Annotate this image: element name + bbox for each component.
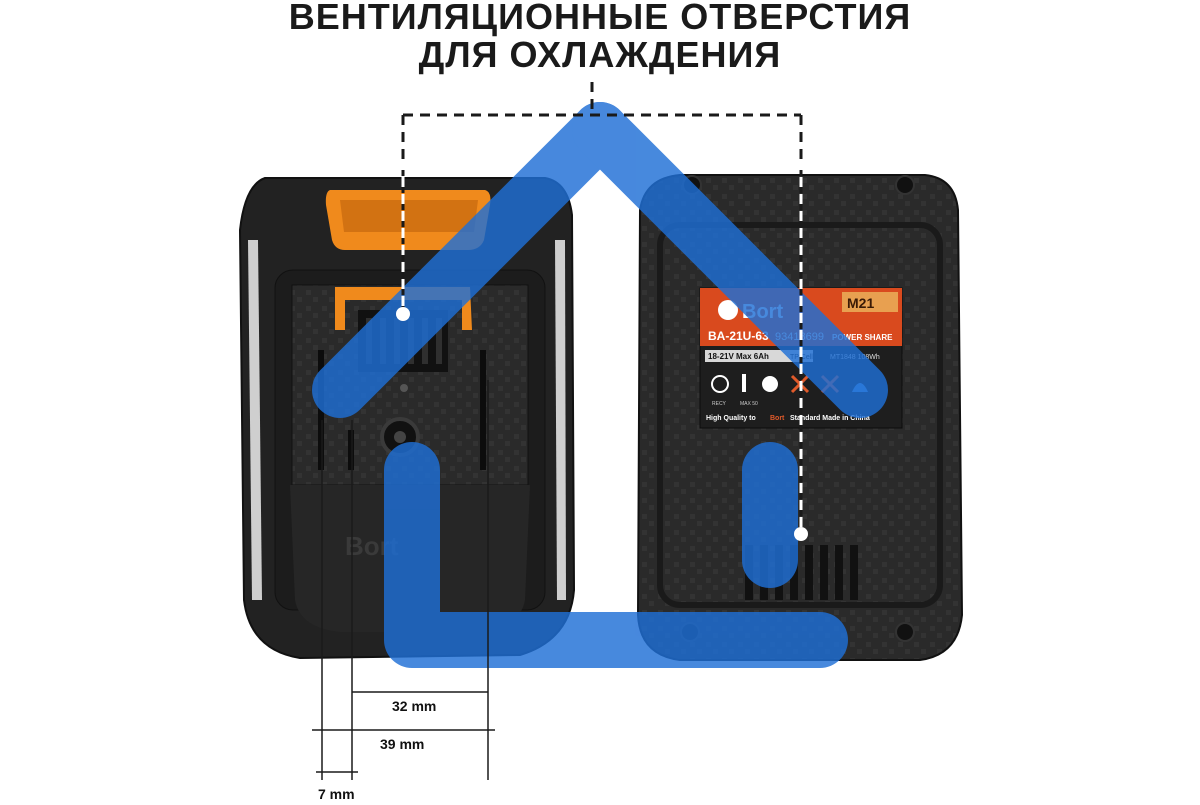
m21-badge: M21 [847,295,874,311]
thermometer-icon [742,374,746,392]
label-model: BA-21U-63 [708,329,769,343]
dimension-lines [312,380,495,780]
heading-line-1: ВЕНТИЛЯЦИОННЫЕ ОТВЕРСТИЯ [288,0,912,37]
vent-marker-back [794,527,808,541]
label-recy: RECY [712,401,727,407]
label-voltage: 18-21V Max 6Ah [708,352,769,361]
left-side-highlight [248,240,262,600]
right-side-highlight [555,240,566,600]
dimension-32mm: 32 mm [392,698,437,714]
brand-logo-icon [718,300,738,320]
vent-marker-front [396,307,410,321]
label-max-temp: MAX 50 [740,401,758,407]
recycle-icon [711,375,729,393]
disposal-icon [762,376,778,392]
label-quality-prefix: High Quality to [706,415,756,422]
label-series: POWER SHARE [832,333,893,342]
label-quality-brand: Bort [770,415,785,422]
house-logo-overlay [312,102,888,668]
m21-badge-bg [842,292,898,312]
dimension-7mm: 7 mm [318,786,355,802]
label-quality-suffix: Standard Made in China [790,415,870,422]
heading-line-2: ДЛЯ ОХЛАЖДЕНИЯ [418,34,782,75]
dimension-39mm: 39 mm [380,736,425,752]
